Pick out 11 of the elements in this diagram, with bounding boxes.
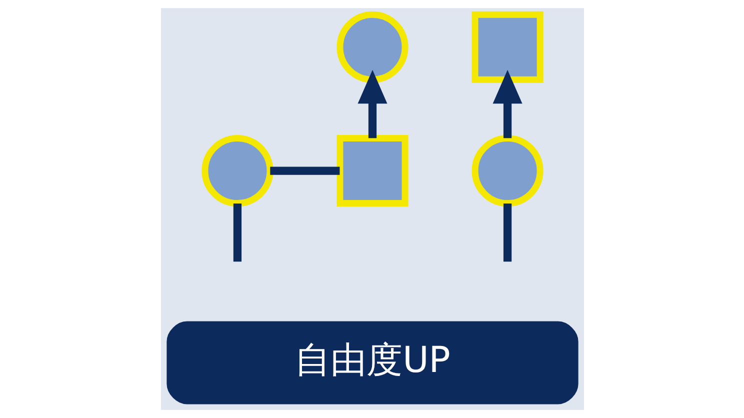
arrow bbox=[357, 70, 387, 138]
connector bbox=[502, 204, 512, 262]
node-box bbox=[336, 134, 408, 207]
arrow bbox=[492, 70, 522, 138]
node-circle bbox=[471, 134, 543, 207]
connector bbox=[270, 166, 340, 175]
node-box bbox=[471, 11, 543, 83]
node-circle bbox=[336, 11, 408, 83]
node-circle bbox=[201, 134, 273, 207]
connector bbox=[232, 204, 242, 262]
node-box: 自由度UP bbox=[166, 321, 578, 404]
